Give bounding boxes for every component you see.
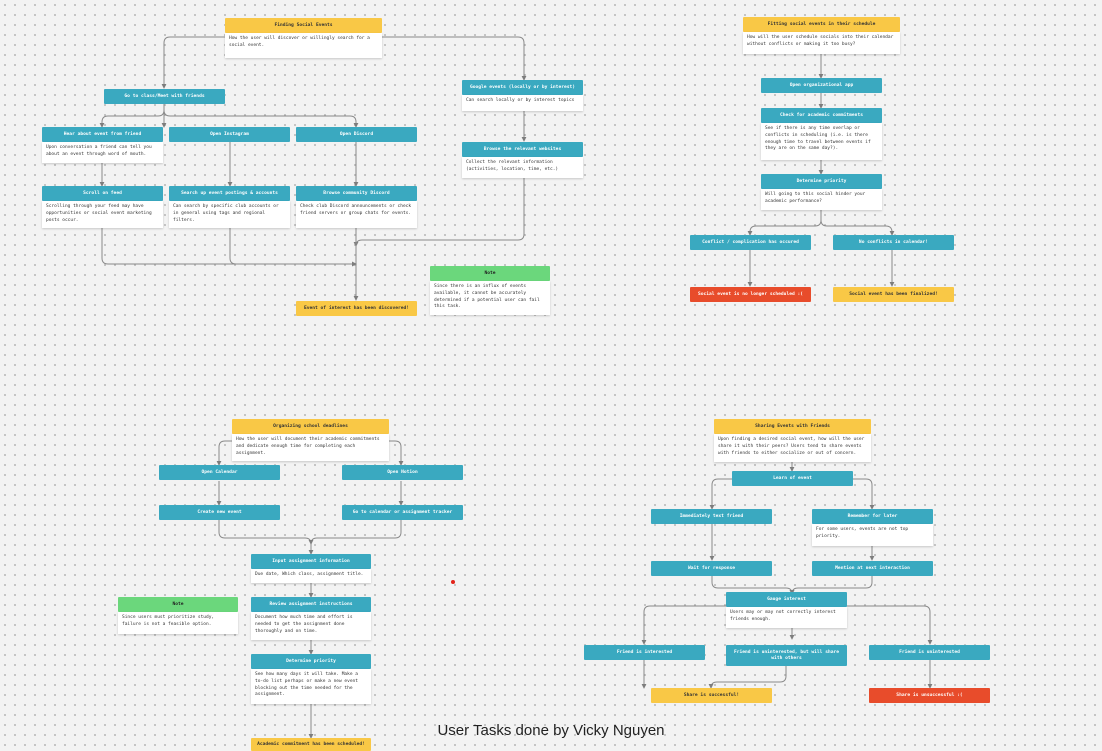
event-discovered-result: Event of interest has been discovered! bbox=[296, 301, 417, 316]
search-accounts-node: Search up event postings & accounts bbox=[169, 186, 290, 201]
remember-later-desc: For some users, events are not top prior… bbox=[812, 524, 933, 546]
deadlines-title-desc: How the user will document their academi… bbox=[232, 434, 389, 461]
open-notion-node: Open Notion bbox=[342, 465, 463, 480]
google-events-node: Google events (locally or by interest) bbox=[462, 80, 583, 95]
sharing-title-desc: Upon finding a desired social event, how… bbox=[714, 434, 871, 462]
deadlines-note-header: Note bbox=[118, 597, 238, 612]
gauge-interest-node: Gauge interest bbox=[726, 592, 847, 607]
academic-scheduled-result: Academic commitment has been scheduled! bbox=[251, 738, 371, 751]
deadlines-priority-node: Determine priority bbox=[251, 654, 371, 669]
review-instructions-node: Review assignment instructions bbox=[251, 597, 371, 612]
browse-websites-node: Browse the relevant websites bbox=[462, 142, 583, 157]
hear-from-friend-desc: Upon conversation a friend can tell you … bbox=[42, 142, 163, 163]
go-to-class-node: Go to class/Meet with friends bbox=[104, 89, 225, 104]
share-fail-result: Share is unsuccessful :( bbox=[869, 688, 990, 703]
check-academic-desc: See if there is any time overlap or conf… bbox=[761, 123, 882, 160]
scroll-feed-node: Scroll on feed bbox=[42, 186, 163, 201]
open-discord-node: Open Discord bbox=[296, 127, 417, 142]
conflict-node: Conflict / complication has occured bbox=[690, 235, 811, 250]
social-finalized-result: Social event has been finalized! bbox=[833, 287, 954, 302]
fitting-title: Fitting social events in their schedule bbox=[743, 17, 900, 32]
deadlines-title: Organizing school deadlines bbox=[232, 419, 389, 434]
browse-websites-desc: Collect the relevant information (activi… bbox=[462, 157, 583, 178]
wait-response-node: Wait for response bbox=[651, 561, 772, 576]
finding-note-desc: Since there is an influx of events avail… bbox=[430, 281, 550, 315]
input-info-node: Input assignment information bbox=[251, 554, 371, 569]
hear-from-friend-node: Hear about event from friend bbox=[42, 127, 163, 142]
no-conflict-node: No conflicts in calendar! bbox=[833, 235, 954, 250]
open-org-app-node: Open organizational app bbox=[761, 78, 882, 93]
search-accounts-desc: Can search by specific club accounts or … bbox=[169, 201, 290, 228]
check-academic-node: Check for academic commitments bbox=[761, 108, 882, 123]
finding-title: Finding Social Events bbox=[225, 18, 382, 33]
fitting-title-desc: How will the user schedule socials into … bbox=[743, 32, 900, 54]
browse-discord-desc: Check club Discord announcements or chec… bbox=[296, 201, 417, 228]
friend-uninterested-node: Friend is uninterested bbox=[869, 645, 990, 660]
open-instagram-node: Open Instagram bbox=[169, 127, 290, 142]
friend-uninterested-share-node: Friend is uninterested, but will share w… bbox=[726, 645, 847, 666]
fitting-priority-node: Determine priority bbox=[761, 174, 882, 189]
review-instructions-desc: Document how much time and effort is nee… bbox=[251, 612, 371, 640]
input-info-desc: Due date, Which class, assignment title. bbox=[251, 569, 371, 583]
google-events-desc: Can search locally or by interest topics bbox=[462, 95, 583, 111]
deadlines-note-desc: Since users must prioritize study, failu… bbox=[118, 612, 238, 634]
sharing-title: Sharing Events with Friends bbox=[714, 419, 871, 434]
page-footer-caption: User Tasks done by Vicky Nguyen bbox=[437, 722, 665, 739]
text-friend-node: Immediately text friend bbox=[651, 509, 772, 524]
go-tracker-node: Go to calendar or assignment tracker bbox=[342, 505, 463, 520]
create-event-node: Create new event bbox=[159, 505, 280, 520]
fitting-priority-desc: Will going to this social hinder your ac… bbox=[761, 189, 882, 210]
social-unscheduled-result: Social event is no longer scheduled :( bbox=[690, 287, 811, 302]
red-dot-marker bbox=[451, 580, 455, 584]
friend-interested-node: Friend is interested bbox=[584, 645, 705, 660]
browse-discord-node: Browse community Discord bbox=[296, 186, 417, 201]
finding-title-desc: How the user will discover or willingly … bbox=[225, 33, 382, 58]
remember-later-node: Remember for later bbox=[812, 509, 933, 524]
gauge-interest-desc: Users may or may not correctly interest … bbox=[726, 607, 847, 628]
learn-event-node: Learn of event bbox=[732, 471, 853, 486]
open-calendar-node: Open Calendar bbox=[159, 465, 280, 480]
deadlines-priority-desc: See how many days it will take. Make a t… bbox=[251, 669, 371, 704]
scroll-feed-desc: Scrolling through your feed may have opp… bbox=[42, 201, 163, 228]
share-success-result: Share is successful! bbox=[651, 688, 772, 703]
mention-later-node: Mention at next interaction bbox=[812, 561, 933, 576]
finding-note-header: Note bbox=[430, 266, 550, 281]
